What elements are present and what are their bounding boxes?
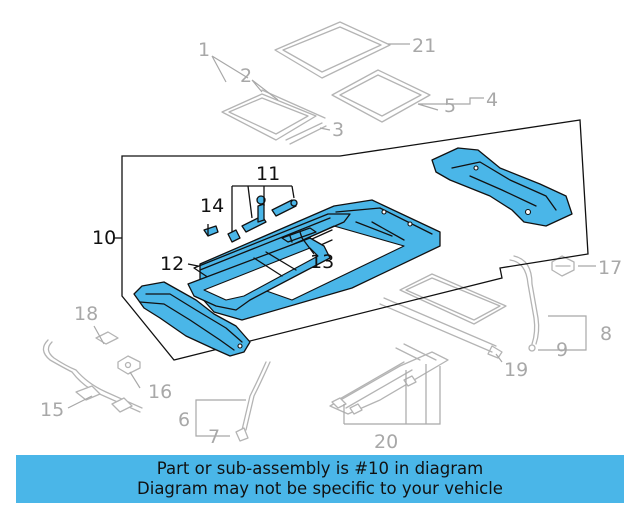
part-19-rails	[379, 273, 507, 359]
callout-4: 4	[486, 89, 498, 111]
part-14-clip	[203, 225, 241, 243]
part-8-9-hose	[509, 255, 540, 352]
info-banner: Part or sub-assembly is #10 in diagram D…	[16, 455, 624, 503]
callout-2: 2	[240, 65, 252, 87]
callout-8: 8	[600, 323, 612, 345]
part-13-bracket	[281, 227, 317, 243]
part-10-inner-frame	[187, 237, 331, 311]
banner-line-1: Part or sub-assembly is #10 in diagram	[156, 459, 484, 478]
banner-line-2: Diagram may not be specific to your vehi…	[137, 479, 503, 498]
callout-10: 10	[92, 227, 116, 249]
part-11-fasteners	[241, 195, 298, 233]
part-20-mechanism	[329, 343, 449, 415]
callout-14: 14	[200, 195, 224, 217]
callout-17: 17	[598, 257, 622, 279]
part-18-block	[95, 331, 119, 345]
part-16-bracket	[117, 355, 141, 375]
callout-19: 19	[504, 359, 528, 381]
callout-18: 18	[74, 303, 98, 325]
callout-13: 13	[310, 251, 334, 273]
callout-5: 5	[444, 95, 456, 117]
callout-3: 3	[332, 119, 344, 141]
part-21-glass-panel	[274, 21, 391, 79]
callout-9: 9	[556, 339, 568, 361]
parts-diagram: 1 2 3 4 5 6 7 8 9 10 11 12 13 14 15 16 1…	[40, 21, 622, 453]
part-10-front-frame	[133, 281, 251, 357]
callout-1: 1	[198, 39, 210, 61]
callout-16: 16	[148, 381, 172, 403]
callout-12: 12	[160, 253, 184, 275]
part-10-rear-rail	[431, 147, 573, 227]
part-15-harness	[42, 339, 143, 413]
part-3-strip	[285, 122, 327, 145]
part-6-7-rod	[235, 361, 271, 442]
part-4-5-panel	[331, 69, 431, 123]
callout-21: 21	[412, 35, 436, 57]
group-10-outline	[121, 119, 589, 361]
callout-7: 7	[208, 426, 220, 448]
part-17-clip	[551, 255, 575, 277]
callout-15: 15	[40, 399, 64, 421]
callout-20: 20	[374, 431, 398, 453]
part-1-2-glass	[221, 89, 326, 141]
callout-6: 6	[178, 409, 190, 431]
callout-11: 11	[256, 163, 280, 185]
